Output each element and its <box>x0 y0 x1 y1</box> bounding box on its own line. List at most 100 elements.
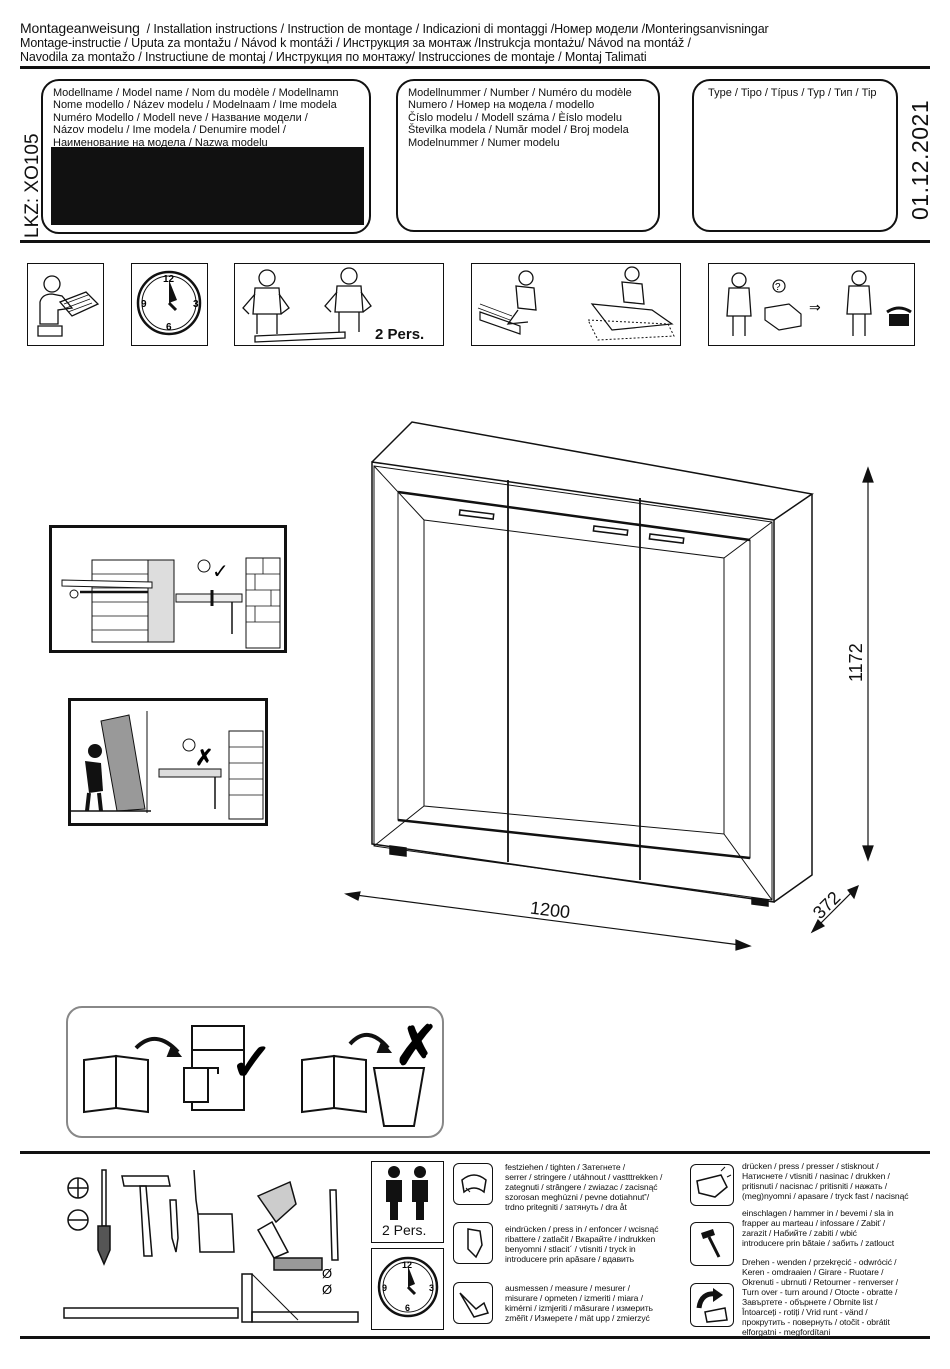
tools-illustration: Ø Ø <box>63 1169 359 1323</box>
turn-line: Завъртете - обърнете / Obrnite list / <box>742 1297 878 1307</box>
model-number-line: Numero / Номер на модела / modello <box>408 99 595 112</box>
two-persons-icon <box>386 1166 428 1220</box>
legend-two-persons-label: 2 Pers. <box>382 1222 427 1238</box>
model-name-box: Modellname / Model name / Nom du modèle … <box>41 79 371 234</box>
header-title-main: Montageanweisung <box>20 20 140 36</box>
press-hand-icon <box>690 1164 734 1206</box>
tipping-hazard-illustration: ✗ <box>71 711 264 820</box>
two-person-carry-panel: 2 Pers. <box>234 263 444 346</box>
model-name-redaction <box>51 147 364 225</box>
svg-text:✗: ✗ <box>394 1016 439 1076</box>
header-line-3: Navodila za montažo / Instructiune de mo… <box>20 50 647 64</box>
model-number-box: Modellnummer / Number / Numéro du modèle… <box>396 79 660 232</box>
turn-line: Okrenuti - ubrnuti / Retourner - renvers… <box>742 1277 899 1287</box>
svg-text:12: 12 <box>402 1260 412 1270</box>
turn-line: Drehen - wenden / przekręcić - odwrócić … <box>742 1257 897 1267</box>
tighten-line: szorosan meghúzni / pevne dotiahnuť'/ <box>505 1192 650 1202</box>
date: 01.12.2021 <box>907 99 933 220</box>
header-title: Montageanweisung / Installation instruct… <box>20 21 769 37</box>
legend-two-persons-box: 2 Pers. <box>371 1161 444 1243</box>
press-line: (meg)nyomni / apasare / tryck fast / nac… <box>742 1191 909 1201</box>
hammer-line: introducere prin bătaie / забить / zatlo… <box>742 1238 895 1248</box>
reading-person-icon <box>37 275 100 337</box>
two-persons-carrying-icon <box>242 267 372 343</box>
header-rule <box>20 66 930 69</box>
press-in-line: introducere prin apăsare / вдавить <box>505 1254 634 1264</box>
svg-text:9: 9 <box>382 1283 387 1293</box>
measure-line: kimérni / izmjeriti / măsurare / измерит… <box>505 1303 653 1313</box>
press-in-icon <box>453 1222 493 1264</box>
model-name-line: Nome modello / Název modelu / Modelnaam … <box>53 99 337 112</box>
model-name-line: Наименование на модела / Nazwa modelu <box>53 136 268 149</box>
clock-icon: 12 3 6 9 <box>136 270 202 336</box>
legend-clock-box: 12 3 6 9 <box>371 1248 444 1330</box>
svg-text:9: 9 <box>141 299 147 310</box>
press-line: drücken / press / presser / stisknout / <box>742 1161 879 1171</box>
model-number-line: Modelnummer / Numer modelu <box>408 136 560 149</box>
dimension-height: 1172 <box>846 643 866 682</box>
floor-protection-panel <box>471 263 681 346</box>
press-in-line: benyomni / stlacit´ / vtisniti / tryck i… <box>505 1244 636 1254</box>
header-title-languages: / Installation instructions / Instructio… <box>146 22 769 36</box>
turn-over-icon <box>690 1283 734 1327</box>
missing-parts-panel: ? ⇒ <box>708 263 915 346</box>
svg-text:⇒: ⇒ <box>809 299 821 315</box>
measure-line: misurare / opmeten / izmeriti / miara / <box>505 1293 643 1303</box>
legend-top-rule <box>20 1151 930 1154</box>
svg-text:6: 6 <box>405 1303 410 1313</box>
press-text: drücken / press / presser / stisknout / … <box>742 1161 909 1201</box>
hammer-icon <box>690 1222 734 1266</box>
type-box: Type / Tipo / Típus / Typ / Тип / Tip <box>692 79 898 232</box>
time-panel: 12 3 6 9 <box>131 263 208 346</box>
wall-fixing-wrong-panel: ✗ <box>68 698 268 826</box>
turn-line: Întoarceți - rotiți / Vrid runt - vänd / <box>742 1307 868 1317</box>
tighten-line: zategnuti / strângere / zwiazac / zacisn… <box>505 1182 658 1192</box>
tighten-text: festziehen / tighten / Затегнете / serre… <box>505 1162 662 1212</box>
tighten-icon <box>453 1163 493 1205</box>
header-line-2: Montage-instructie / Uputa za montažu / … <box>20 36 691 50</box>
press-in-line: eindrücken / press in / enfoncer / wcisn… <box>505 1224 659 1234</box>
press-line: pritisnuti / nacisnac / pritisniti / наж… <box>742 1181 888 1191</box>
keep-instructions-box: ✓ ✗ <box>66 1006 444 1138</box>
model-name-line: Modellname / Model name / Nom du modèle … <box>53 87 339 99</box>
hammer-line: zarazit / Набийте / zabiti / wbić <box>742 1228 857 1238</box>
missing-parts-contact-icon: ? ⇒ <box>726 270 912 336</box>
cabinet-drawing <box>344 421 874 951</box>
model-number-line: Številka modela / Număr model / Broj mod… <box>408 124 629 137</box>
unpack-on-floor-icon <box>477 266 675 341</box>
measure-line: ausmessen / measure / mesurer / <box>505 1283 630 1293</box>
read-instructions-panel <box>27 263 104 346</box>
two-persons-label: 2 Pers. <box>375 326 425 343</box>
legend-bottom-rule <box>20 1336 930 1339</box>
tighten-line: festziehen / tighten / Затегнете / <box>505 1162 626 1172</box>
hammer-line: frapper au marteau / infossare / Zabiť / <box>742 1218 886 1228</box>
tighten-line: trdno pritegniti / затянуть / dra åt <box>505 1202 627 1212</box>
keep-instructions-illustration: ✓ ✗ <box>83 1016 439 1127</box>
turn-text: Drehen - wenden / przekręcić - odwrócić … <box>742 1257 898 1337</box>
legend-clock-icon: 12 3 6 9 <box>377 1256 439 1318</box>
type-label: Type / Tipo / Típus / Typ / Тип / Tip <box>708 87 877 99</box>
svg-text:✗: ✗ <box>195 745 213 770</box>
svg-text:3: 3 <box>429 1283 434 1293</box>
svg-text:?: ? <box>775 282 781 293</box>
turn-line: elforgatni - megfordítani <box>742 1327 831 1337</box>
press-in-line: ribattere / zatlačit / Вкарайте / indruk… <box>505 1234 656 1244</box>
measure-line: změřit / Измерете / mät upp / zmierzyć <box>505 1313 650 1323</box>
press-in-text: eindrücken / press in / enfoncer / wcisn… <box>505 1224 659 1264</box>
turn-line: прокрутить - повернуть / otočit - obráti… <box>742 1317 890 1327</box>
model-number-line: Číslo modelu / Modell száma / Èíslo mode… <box>408 111 622 124</box>
wall-fixing-correct-panel: ✓ <box>49 525 287 653</box>
wall-anchor-correct-illustration: ✓ <box>61 557 281 649</box>
turn-line: Turn over - turn around / Otocte - obrat… <box>742 1287 898 1297</box>
turn-line: Keren - omdraaien / Girare - Ruotare / <box>742 1267 884 1277</box>
header-bottom-rule <box>20 240 930 243</box>
hammer-text: einschlagen / hammer in / bevemi / sla i… <box>742 1208 894 1248</box>
measure-icon <box>453 1282 493 1324</box>
hammer-line: einschlagen / hammer in / bevemi / sla i… <box>742 1208 894 1218</box>
measure-text: ausmessen / measure / mesurer / misurare… <box>505 1283 653 1323</box>
svg-text:3: 3 <box>193 299 199 310</box>
svg-text:6: 6 <box>166 322 172 333</box>
svg-text:✓: ✓ <box>212 561 229 583</box>
diameter-symbol-2: Ø <box>322 1282 332 1297</box>
svg-text:12: 12 <box>163 274 175 285</box>
